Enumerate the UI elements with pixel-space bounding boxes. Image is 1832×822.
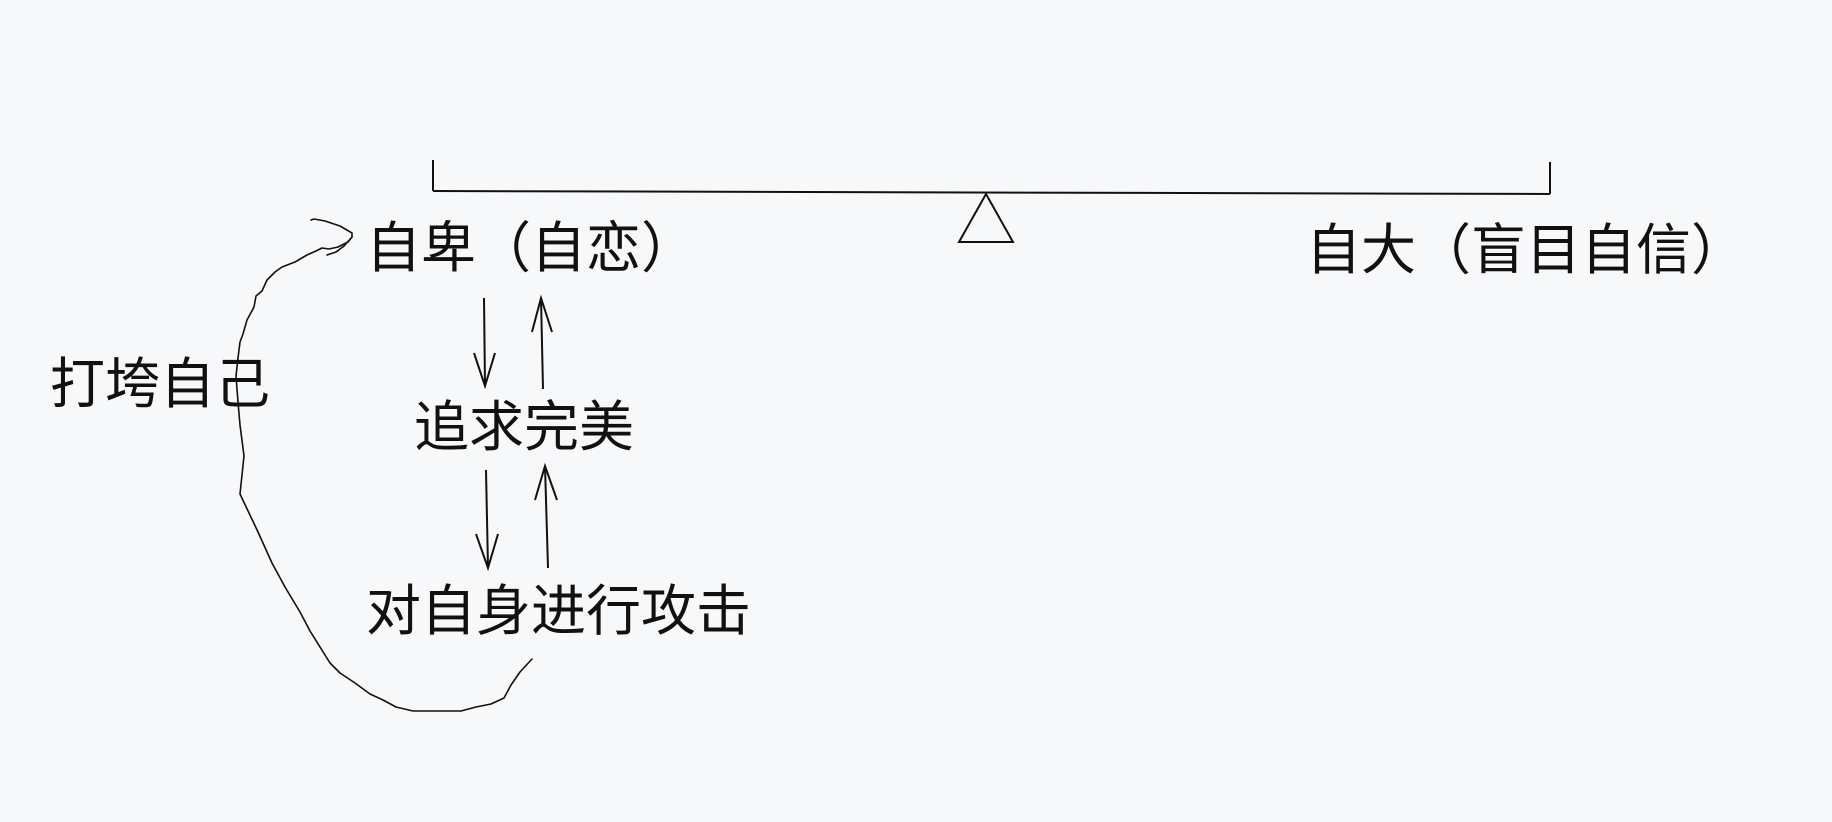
- label-inferiority: 自卑（自恋）: [366, 216, 697, 280]
- label-arrogance: 自大（盲目自信）: [1306, 218, 1747, 282]
- label-knock-down-self: 打垮自己: [50, 352, 271, 416]
- label-self-attack: 对自身进行攻击: [366, 579, 752, 643]
- feedback-loop-tail: [326, 236, 353, 256]
- feedback-loop-stroke: [235, 218, 533, 712]
- arrow-up-1: [531, 294, 553, 390]
- arrow-down-1: [473, 297, 496, 390]
- balance-beam: [432, 190, 1551, 195]
- arrow-up-2: [534, 462, 558, 569]
- arrow-down-2: [475, 469, 499, 572]
- fulcrum-triangle: [957, 191, 1015, 243]
- label-perfectionism: 追求完美: [414, 395, 635, 459]
